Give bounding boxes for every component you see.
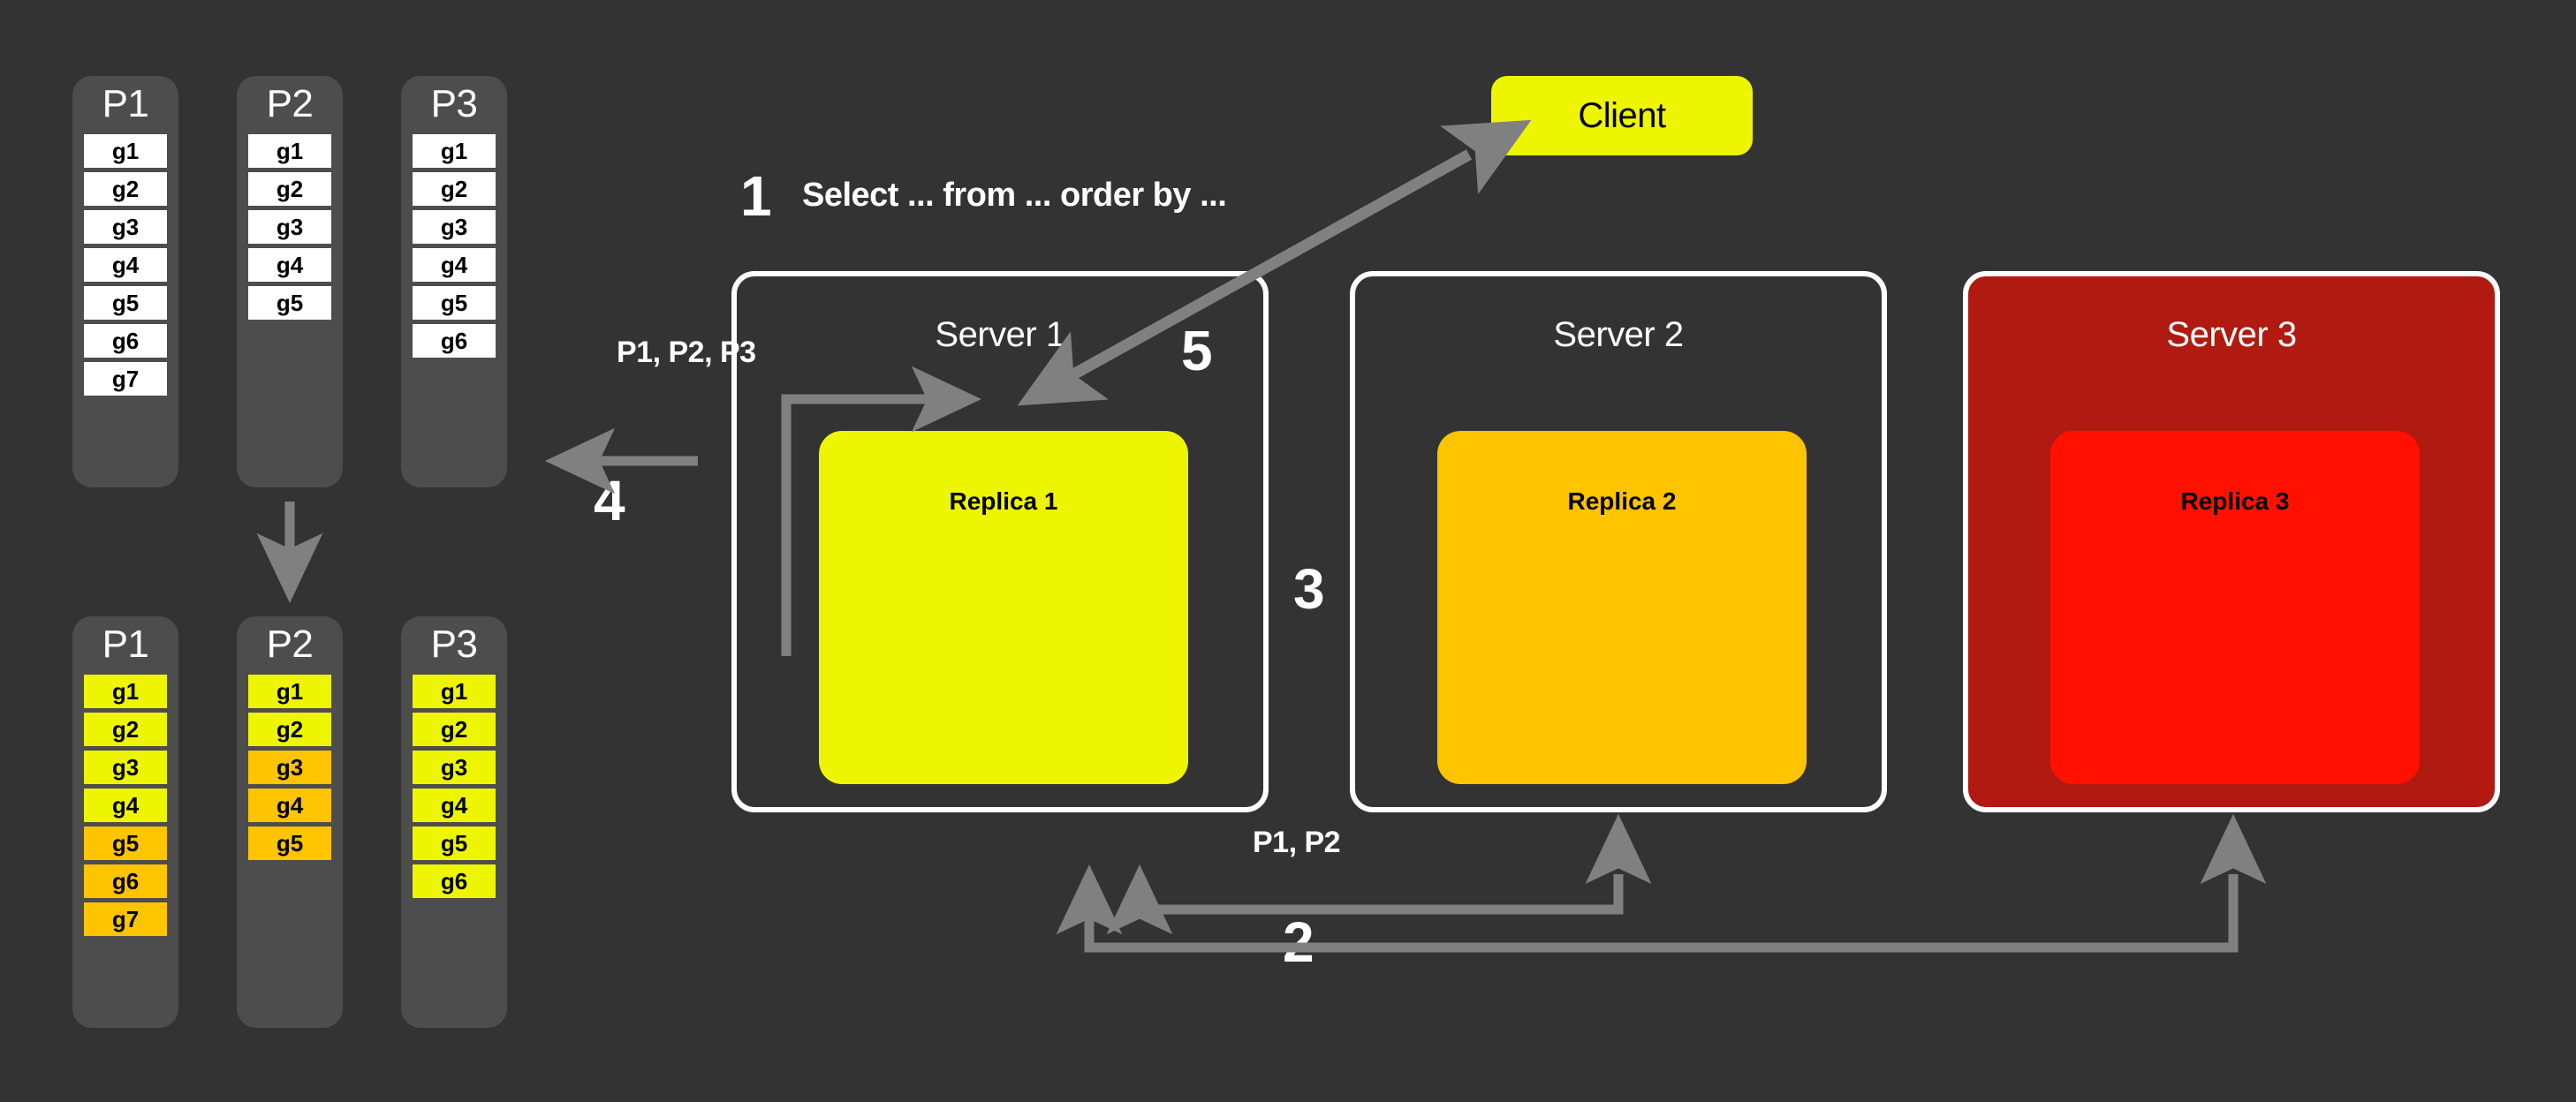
partition-cell: g6	[84, 864, 167, 898]
partition-cell: g4	[413, 248, 496, 282]
partition-cell: g5	[413, 286, 496, 320]
partition-cell: g5	[248, 286, 331, 320]
partition-cell: g4	[84, 789, 167, 822]
partition-column-p1-after: P1 g1 g2 g3 g4 g5 g6 g7	[72, 616, 178, 1028]
partition-cell: g4	[248, 248, 331, 282]
partition-cell: g3	[84, 751, 167, 784]
label-p1-p2-p3: P1, P2, P3	[617, 336, 756, 369]
step-number-2: 2	[1283, 910, 1315, 974]
partition-cell: g2	[84, 713, 167, 746]
step-number-1: 1	[740, 164, 772, 228]
arrow-step-2-server3-to-server1	[1056, 813, 2267, 953]
partition-cell: g1	[248, 675, 331, 708]
partition-cell: g3	[248, 210, 331, 244]
partition-title: P3	[430, 82, 478, 125]
replica-1-label: Replica 1	[949, 487, 1058, 515]
replica-3-label: Replica 3	[2180, 487, 2290, 515]
partition-cell: g3	[413, 751, 496, 784]
partition-cell: g5	[248, 826, 331, 860]
partition-cell: g2	[413, 713, 496, 746]
partition-cell: g7	[84, 902, 167, 936]
server-3-title: Server 3	[2166, 315, 2297, 354]
step-number-3: 3	[1293, 557, 1325, 621]
partition-cell: g6	[413, 864, 496, 898]
partition-cell: g7	[84, 362, 167, 396]
server-3-box[interactable]: Server 3 Replica 3	[1963, 271, 2500, 812]
partition-column-p3-before: P3 g1 g2 g3 g4 g5 g6	[401, 76, 507, 487]
label-p1-p2: P1, P2	[1253, 826, 1341, 859]
partition-column-p3-after: P3 g1 g2 g3 g4 g5 g6	[401, 616, 507, 1028]
client-label: Client	[1578, 95, 1666, 135]
partition-column-p2-before: P2 g1 g2 g3 g4 g5	[237, 76, 343, 487]
partition-title: P2	[266, 623, 314, 666]
partition-title: P1	[102, 82, 149, 125]
partition-title: P3	[430, 623, 478, 666]
step-number-4: 4	[594, 469, 625, 532]
server-2-title: Server 2	[1553, 315, 1684, 354]
partition-cell: g6	[413, 324, 496, 358]
server-2-box[interactable]: Server 2 Replica 2	[1350, 271, 1887, 812]
partition-title: P1	[102, 623, 149, 666]
client-box[interactable]: Client	[1491, 76, 1753, 155]
partition-cell: g1	[84, 134, 167, 168]
partition-column-p1-before: P1 g1 g2 g3 g4 g5 g6 g7	[72, 76, 178, 487]
replica-1-box[interactable]: Replica 1	[819, 431, 1188, 784]
replica-2-label: Replica 2	[1567, 487, 1677, 515]
partition-title: P2	[266, 82, 314, 125]
partition-cell: g4	[84, 248, 167, 282]
partition-cell: g2	[413, 172, 496, 206]
partition-column-p2-after: P2 g1 g2 g3 g4 g5	[237, 616, 343, 1028]
partition-cell: g2	[248, 713, 331, 746]
partition-cell: g5	[84, 286, 167, 320]
replica-2-box[interactable]: Replica 2	[1437, 431, 1807, 784]
partition-cell: g5	[84, 826, 167, 860]
partition-cell: g5	[413, 826, 496, 860]
replica-3-box[interactable]: Replica 3	[2050, 431, 2420, 784]
step-number-5: 5	[1181, 319, 1213, 382]
partition-cell: g1	[413, 675, 496, 708]
query-text: Select ... from ... order by ...	[802, 177, 1227, 214]
partition-cell: g1	[84, 675, 167, 708]
partition-cell: g3	[248, 751, 331, 784]
partition-cell: g4	[248, 789, 331, 822]
partition-cell: g1	[248, 134, 331, 168]
partition-cell: g2	[248, 172, 331, 206]
partition-cell: g3	[413, 210, 496, 244]
partition-cell: g2	[84, 172, 167, 206]
partition-cell: g4	[413, 789, 496, 822]
partition-cell: g3	[84, 210, 167, 244]
arrow-step-2-server2-to-server1	[1106, 813, 1652, 935]
partition-cell: g6	[84, 324, 167, 358]
partition-cell: g1	[413, 134, 496, 168]
